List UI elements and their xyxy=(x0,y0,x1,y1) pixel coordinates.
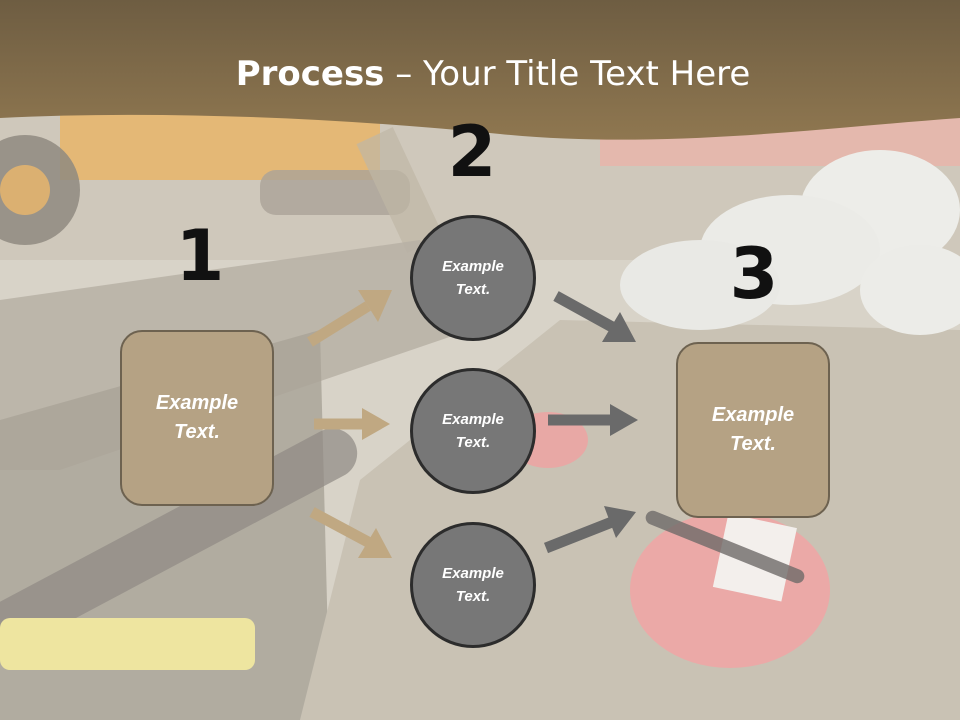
arrow-to-bottom-circle xyxy=(309,507,392,558)
circle-bottom: Example Text. xyxy=(410,522,536,648)
circle-middle: Example Text. xyxy=(410,368,536,494)
circle-top-line2: Text. xyxy=(455,281,491,298)
right-box: Example Text. xyxy=(676,342,830,518)
circle-bottom-line2: Text. xyxy=(455,588,491,605)
step-number-2: 2 xyxy=(447,111,497,193)
circle-top-line1: Example xyxy=(442,258,504,275)
step-number-3: 3 xyxy=(729,233,779,315)
arrow-from-bottom-circle xyxy=(543,506,636,554)
circle-top: Example Text. xyxy=(410,215,536,341)
circle-bottom-line1: Example xyxy=(442,565,504,582)
slide-title: Process – Your Title Text Here xyxy=(0,52,960,96)
title-band xyxy=(0,0,960,140)
arrow-to-middle-circle xyxy=(314,408,390,440)
title-bold: Process xyxy=(235,54,385,94)
title-rest: – Your Title Text Here xyxy=(384,54,751,94)
left-box-line1: Example xyxy=(155,392,239,414)
arrow-to-top-circle xyxy=(307,290,392,347)
arrow-from-top-circle xyxy=(553,291,636,342)
step-number-1: 1 xyxy=(175,215,225,297)
arrow-from-middle-circle xyxy=(548,404,638,436)
circle-middle-line2: Text. xyxy=(455,434,491,451)
circle-middle-line1: Example xyxy=(442,411,504,428)
left-box-line2: Text. xyxy=(174,421,220,443)
right-box-line2: Text. xyxy=(730,433,776,455)
left-box: Example Text. xyxy=(120,330,274,506)
right-box-line1: Example xyxy=(711,404,795,426)
